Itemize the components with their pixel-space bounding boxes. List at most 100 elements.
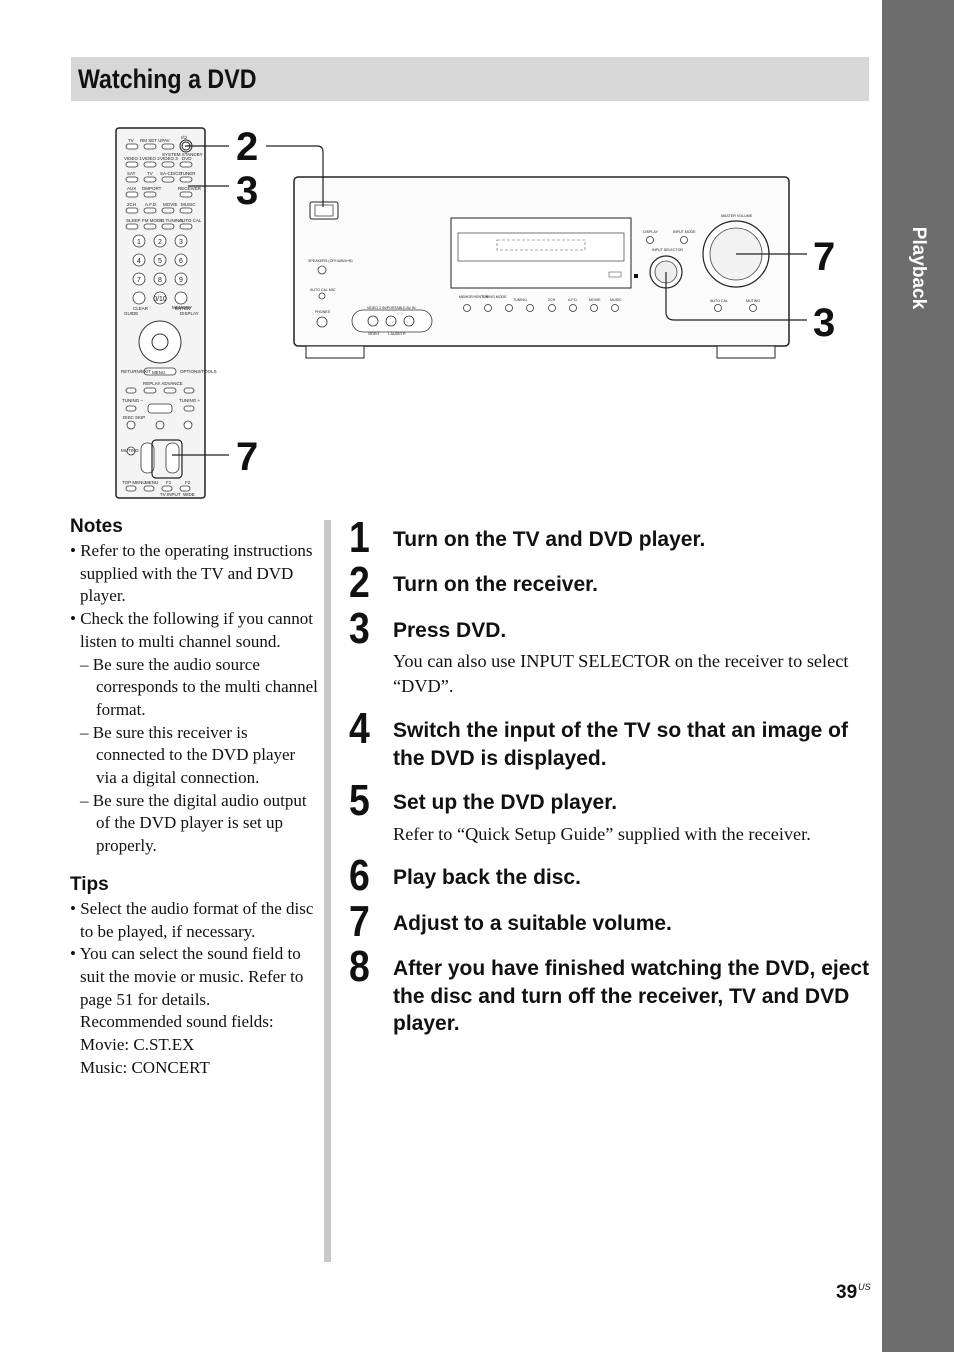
remote-label: AV — [164, 138, 170, 143]
page-number-value: 39 — [836, 1282, 858, 1303]
receiver-label: VIDEO 2 IN/PORTABLE AV IN — [367, 306, 416, 310]
tip-item: Music: CONCERT — [80, 1057, 210, 1077]
step-number: 6 — [349, 851, 370, 900]
tip-item: Recommended sound fields: — [80, 1012, 274, 1032]
receiver-label: MUSIC — [610, 298, 622, 302]
note-item: – Be sure the digital audio output of th… — [80, 790, 307, 856]
note-item: – Be sure this receiver is connected to … — [80, 722, 296, 788]
remote-label: DMPORT — [142, 186, 162, 191]
remote-label: MOVIE — [163, 202, 178, 207]
step-title: Press DVD. — [393, 619, 507, 642]
remote-label: DVD — [182, 156, 192, 161]
remote-label: REPLAY ADVANCE — [143, 381, 183, 386]
receiver-label: TUNING — [513, 298, 527, 302]
callout-number: 7 — [813, 235, 835, 279]
remote-label: SYSTEM STANDBY — [162, 152, 203, 157]
svg-text:5: 5 — [158, 258, 162, 265]
receiver-label: L AUDIO R — [388, 332, 406, 336]
notes-tips-column: Notes • Refer to the operating instructi… — [70, 514, 318, 1079]
step-title: Turn on the receiver. — [393, 573, 599, 596]
remote-label: I/⏻ — [181, 135, 188, 140]
remote-label: TUNING – — [122, 398, 143, 403]
receiver-label: DISPLAY — [643, 230, 659, 234]
remote-label: TV — [147, 171, 153, 176]
remote-label: WIDE — [183, 492, 195, 497]
receiver-label: AUTO CAL — [710, 299, 728, 303]
remote-label: TV INPUT — [160, 492, 181, 497]
step-title: Play back the disc. — [393, 866, 581, 889]
notes-heading: Notes — [70, 516, 123, 537]
remote-label: MUSIC — [181, 202, 196, 207]
tips-heading: Tips — [70, 873, 109, 895]
svg-text:1: 1 — [137, 239, 141, 246]
svg-text:2: 2 — [158, 239, 162, 246]
receiver-front-panel: SPEAKERS (OFF/A/B/A+B) AUTO CAL MIC PHON… — [293, 176, 790, 359]
remote-label: RECEIVER — [178, 186, 202, 191]
svg-text:6: 6 — [179, 258, 183, 265]
step-number: 4 — [349, 704, 370, 753]
remote-label: TV — [128, 138, 134, 143]
svg-text:8: 8 — [158, 277, 162, 284]
receiver-label: TUNING MODE — [481, 295, 507, 299]
remote-label: MEMORY — [172, 305, 192, 310]
section-side-tab — [882, 0, 954, 1352]
remote-label: VIDEO 1 — [124, 156, 142, 161]
step-title: Set up the DVD player. — [393, 791, 618, 814]
remote-label: 2CH — [127, 202, 136, 207]
remote-label: SLEEP — [126, 218, 141, 223]
remote-label: A.F.D. — [145, 202, 157, 207]
tip-item: • You can select the sound field to suit… — [70, 944, 304, 1009]
step-body: Refer to “Quick Setup Guide” supplied wi… — [393, 824, 811, 844]
remote-label: DISPLAY — [180, 311, 199, 316]
step-title: Turn on the TV and DVD player. — [393, 528, 706, 551]
remote-label: TUNING + — [179, 398, 200, 403]
remote-label: F1 — [166, 480, 172, 485]
receiver-label: A.F.D. — [568, 298, 578, 302]
remote-button-labels: TV RM SET UP AV I/⏻ SYSTEM STANDBY VIDEO… — [121, 135, 217, 497]
remote-label: TOP MENU — [122, 480, 146, 485]
callout-number: 3 — [813, 301, 835, 345]
receiver-label: PHONES — [315, 310, 331, 314]
step-number: 5 — [349, 776, 370, 825]
receiver-label: 2CH — [548, 298, 556, 302]
callout-number: 7 — [236, 435, 258, 479]
step-number: 3 — [349, 604, 370, 653]
remote-label: CLEAR — [133, 306, 149, 311]
receiver-label: INPUT SELECTOR — [652, 248, 683, 252]
note-item: • Check the following if you cannot list… — [70, 609, 313, 651]
remote-label: ENTER — [175, 306, 191, 311]
remote-label: MENU — [145, 480, 158, 485]
remote-label: SA-CD/CD — [160, 171, 183, 176]
tip-item: Movie: C.ST.EX — [80, 1035, 195, 1055]
remote-label: RM SET UP — [140, 138, 164, 143]
svg-text:9: 9 — [179, 277, 183, 284]
step-title: After you have finished watching the DVD… — [393, 957, 870, 1035]
svg-text:4: 4 — [137, 258, 141, 265]
column-divider — [324, 520, 331, 1262]
receiver-label: AUTO CAL MIC — [310, 288, 336, 292]
step-number: 8 — [349, 942, 370, 991]
svg-text:3: 3 — [179, 239, 183, 246]
step-title: Adjust to a suitable volume. — [393, 912, 672, 935]
remote-label: VIDEO 2 — [142, 156, 160, 161]
remote-label: TUNER — [180, 171, 196, 176]
remote-label: FM MODE — [142, 218, 163, 223]
receiver-label: MOVIE — [589, 298, 601, 302]
step-body: You can also use INPUT SELECTOR on the r… — [393, 651, 849, 696]
page-number-suffix: US — [858, 1282, 871, 1292]
callout-numbers: 2 3 7 7 3 — [236, 125, 835, 479]
page-title: Watching a DVD — [78, 64, 257, 94]
remote-label: F2 — [185, 480, 191, 485]
note-item: – Be sure the audio source corresponds t… — [80, 654, 318, 719]
callout-number: 2 — [236, 125, 258, 169]
remote-label: RETURN/EXIT — [121, 369, 151, 374]
receiver-label: SPEAKERS (OFF/A/B/A+B) — [308, 259, 353, 263]
note-item: • Refer to the operating instructions su… — [70, 541, 313, 606]
receiver-label: VIDEO — [368, 332, 379, 336]
remote-label: GUIDE — [124, 311, 138, 316]
tip-item: • Select the audio format of the disc to… — [70, 898, 314, 941]
remote-label: MUTING — [121, 448, 139, 453]
title-band — [71, 57, 869, 101]
